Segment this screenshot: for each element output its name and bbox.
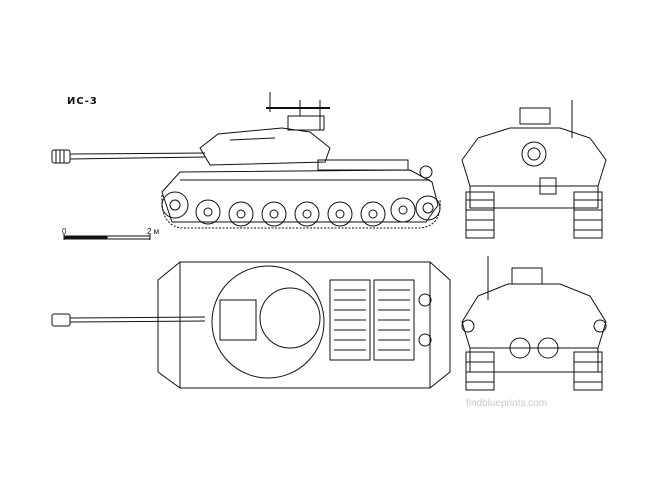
front-view [462, 100, 606, 238]
drawing-title: ИС-3 [67, 96, 98, 107]
rear-view [462, 256, 606, 390]
scale-bar [64, 234, 150, 240]
engine-grilles [330, 280, 414, 360]
scale-end-label: 2 м [147, 227, 160, 236]
side-view [52, 92, 440, 228]
top-view [52, 262, 450, 388]
watermark: findblueprints.com [466, 398, 548, 409]
side-road-wheels [162, 192, 440, 226]
scale-start-label: 0 [62, 227, 67, 236]
